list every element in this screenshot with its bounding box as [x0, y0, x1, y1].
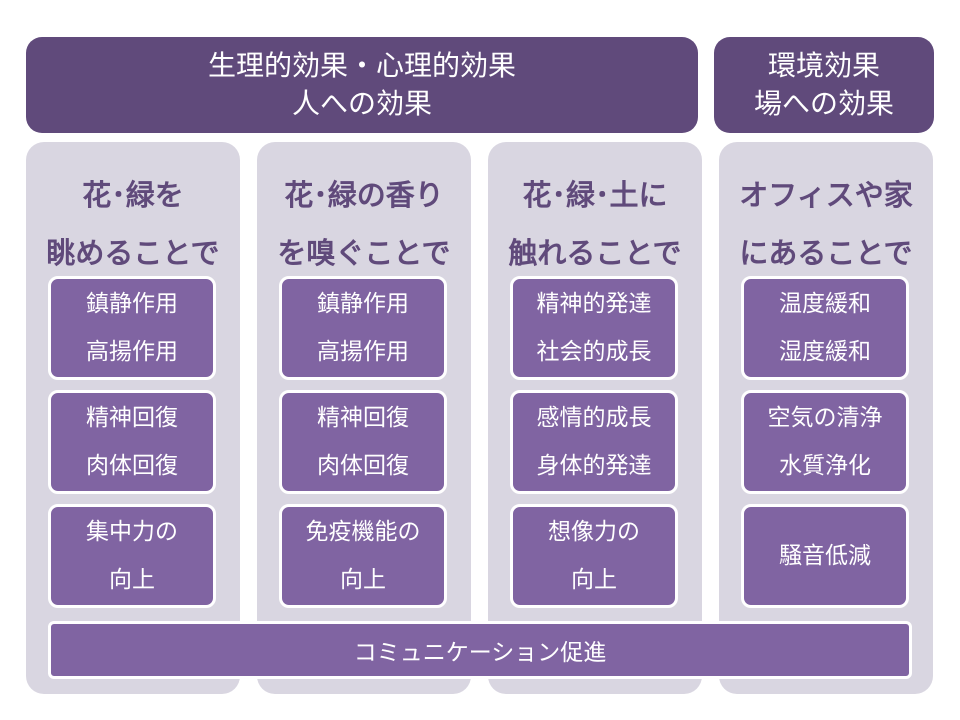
- column-title: を嗅ぐことで: [277, 236, 451, 270]
- effect-label: 水質浄化: [779, 453, 871, 479]
- communication-bar: コミュニケーション促進: [48, 621, 912, 679]
- human-effects-banner: 生理的効果・心理的効果 人への効果: [26, 37, 698, 133]
- effect-box: 騒音低減: [741, 504, 909, 608]
- effect-label: 集中力の: [86, 519, 178, 545]
- column-smelling: 花･緑の香り を嗅ぐことで 鎮静作用 高揚作用 精神回復 肉体回復 免疫機能の …: [257, 142, 471, 694]
- effect-label: 肉体回復: [317, 453, 409, 479]
- effect-label: 想像力の: [548, 519, 640, 545]
- effect-box: 感情的成長 身体的発達: [510, 390, 678, 494]
- column-title: 花･緑の香り: [284, 178, 444, 212]
- effect-label: 免疫機能の: [305, 519, 421, 545]
- effect-box: 精神回復 肉体回復: [279, 390, 447, 494]
- communication-label: コミュニケーション促進: [353, 640, 607, 666]
- effect-label: 鎮静作用: [317, 291, 409, 317]
- column-touching: 花･緑･土に 触れることで 精神的発達 社会的成長 感情的成長 身体的発達 想像…: [488, 142, 702, 694]
- column-viewing: 花･緑を 眺めることで 鎮静作用 高揚作用 精神回復 肉体回復 集中力の 向上: [26, 142, 240, 694]
- column-title: オフィスや家: [739, 178, 913, 212]
- effect-label: 向上: [109, 567, 155, 593]
- column-title: 花･緑を: [82, 178, 184, 212]
- column-title: 花･緑･土に: [522, 178, 668, 212]
- effect-label: 空気の清浄: [767, 405, 883, 431]
- column-title: 触れることで: [508, 236, 682, 270]
- effect-label: 精神的発達: [536, 291, 652, 317]
- environment-effects-banner: 環境効果 場への効果: [714, 37, 934, 133]
- human-effects-title: 生理的効果・心理的効果: [207, 49, 516, 82]
- effect-label: 肉体回復: [86, 453, 178, 479]
- effect-label: 身体的発達: [536, 453, 652, 479]
- effect-label: 精神回復: [317, 405, 409, 431]
- environment-effects-title: 環境効果: [767, 49, 880, 82]
- environment-effects-subtitle: 場への効果: [753, 87, 894, 120]
- effect-label: 感情的成長: [536, 405, 652, 431]
- column-title: 眺めることで: [46, 236, 220, 270]
- effect-label: 騒音低減: [779, 543, 871, 569]
- effect-label: 高揚作用: [317, 339, 409, 365]
- effect-label: 精神回復: [86, 405, 178, 431]
- effect-box: 鎮静作用 高揚作用: [279, 276, 447, 380]
- effect-label: 向上: [340, 567, 386, 593]
- column-placement: オフィスや家 にあることで 温度緩和 湿度緩和 空気の清浄 水質浄化 騒音低減: [719, 142, 933, 694]
- effect-box: 免疫機能の 向上: [279, 504, 447, 608]
- effect-box: 想像力の 向上: [510, 504, 678, 608]
- effect-label: 高揚作用: [86, 339, 178, 365]
- effect-label: 鎮静作用: [86, 291, 178, 317]
- effect-label: 温度緩和: [779, 291, 871, 317]
- effect-box: 鎮静作用 高揚作用: [48, 276, 216, 380]
- effect-box: 精神回復 肉体回復: [48, 390, 216, 494]
- effect-label: 向上: [571, 567, 617, 593]
- effect-box: 温度緩和 湿度緩和: [741, 276, 909, 380]
- column-title: にあることで: [739, 236, 913, 270]
- effect-label: 湿度緩和: [779, 339, 871, 365]
- effect-box: 空気の清浄 水質浄化: [741, 390, 909, 494]
- effect-box: 精神的発達 社会的成長: [510, 276, 678, 380]
- effect-box: 集中力の 向上: [48, 504, 216, 608]
- effect-label: 社会的成長: [536, 339, 652, 365]
- human-effects-subtitle: 人への効果: [291, 87, 432, 120]
